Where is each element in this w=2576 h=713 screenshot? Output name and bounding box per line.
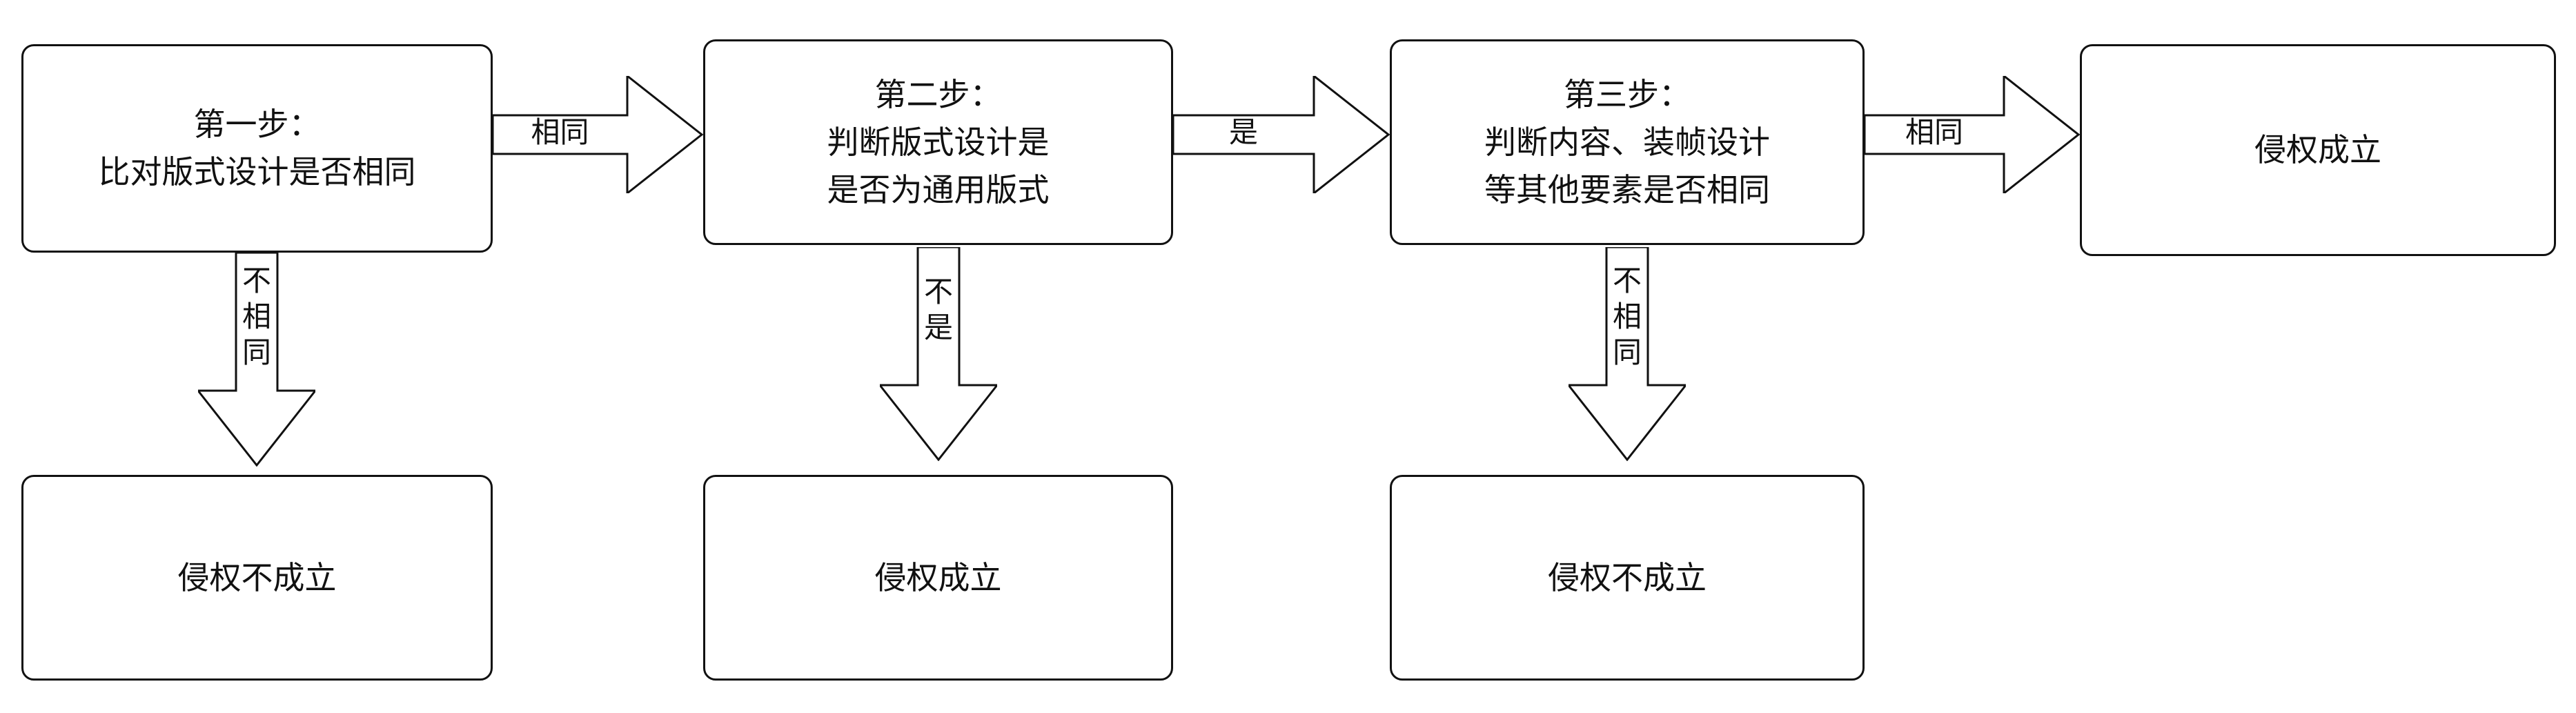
step2-title: 第二步：: [874, 77, 1002, 113]
step3-text-line1: 判断内容、装帧设计: [1484, 124, 1770, 160]
outcome3-text: 侵权不成立: [1548, 560, 1707, 596]
right-block-arrow-icon: [493, 76, 703, 193]
step1-title: 第一步：: [193, 107, 321, 142]
step2-box: 第二步： 判断版式设计是 是否为通用版式: [703, 39, 1173, 245]
step2-text-line2: 是否为通用版式: [827, 172, 1050, 208]
arrow-step1-to-outcome1: [198, 253, 315, 467]
outcome3-box: 侵权不成立: [1390, 475, 1865, 681]
edge-label-same-2: 相同: [1905, 117, 1963, 149]
down-block-arrow-icon: [198, 253, 315, 467]
down-block-arrow-icon: [880, 247, 997, 461]
arrow-step3-to-outcome3: [1569, 247, 1686, 461]
right-block-arrow-icon: [1173, 76, 1390, 193]
outcome-right-box: 侵权成立: [2080, 44, 2556, 256]
down-block-arrow-icon: [1569, 247, 1686, 461]
edge-label-not-yes: 不是: [923, 277, 953, 344]
outcome2-text: 侵权成立: [874, 560, 1002, 596]
step3-title: 第三步：: [1564, 77, 1691, 113]
step3-box: 第三步： 判断内容、装帧设计 等其他要素是否相同: [1390, 39, 1865, 245]
outcome2-box: 侵权成立: [703, 475, 1173, 681]
arrow-step1-to-step2: [493, 76, 703, 193]
outcome1-text: 侵权不成立: [177, 560, 337, 596]
step3-text-line2: 等其他要素是否相同: [1484, 172, 1770, 208]
step2-text-line1: 判断版式设计是: [827, 124, 1050, 160]
arrow-step2-to-step3: [1173, 76, 1390, 193]
arrow-step3-to-outcome: [1865, 76, 2080, 193]
step1-box: 第一步： 比对版式设计是否相同: [21, 44, 493, 253]
edge-label-not-same-1: 不相同: [242, 266, 271, 369]
arrow-step2-to-outcome2: [880, 247, 997, 461]
edge-label-yes: 是: [1228, 117, 1258, 149]
edge-label-not-same-2: 不相同: [1612, 266, 1642, 369]
edge-label-same-1: 相同: [531, 117, 589, 149]
step1-text: 比对版式设计是否相同: [98, 155, 416, 190]
outcome-right-text: 侵权成立: [2254, 133, 2381, 168]
right-block-arrow-icon: [1865, 76, 2080, 193]
outcome1-box: 侵权不成立: [21, 475, 493, 681]
